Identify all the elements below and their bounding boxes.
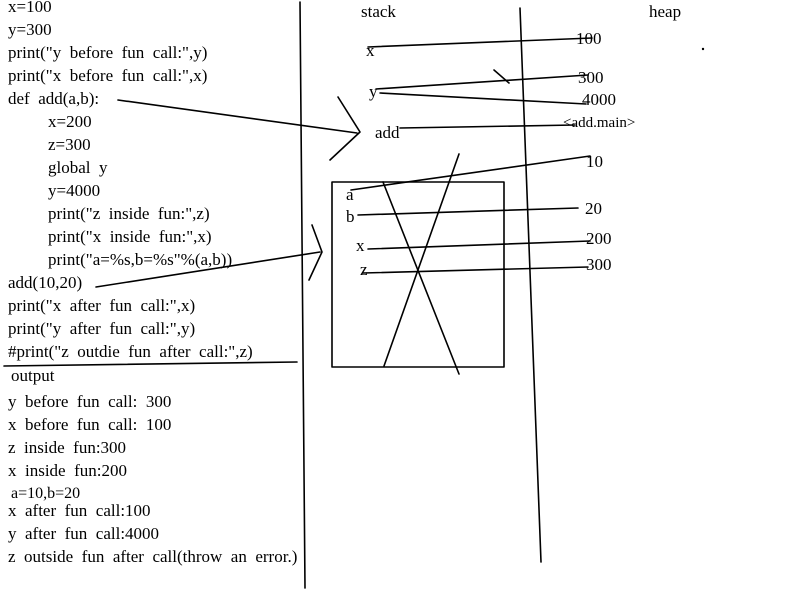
code-line: print("x after fun call:",x): [8, 296, 196, 315]
output-line: x inside fun:200: [8, 461, 127, 480]
heap-value: 300: [586, 255, 612, 274]
frame-var-z: z: [360, 260, 368, 279]
heap-value: 20: [585, 199, 602, 218]
ref-a: [350, 155, 591, 191]
code-line: def add(a,b):: [8, 89, 100, 108]
output-line: a=10,b=20: [11, 485, 81, 502]
stack-var-y: y: [369, 82, 378, 101]
ref-frame-x: [367, 240, 591, 250]
code-underline: [3, 361, 298, 367]
output-line: z outside fun after call(throw an error.…: [8, 547, 298, 566]
heap-value: 300: [578, 68, 604, 87]
def-arrow: [117, 99, 358, 134]
output-header: output: [11, 366, 55, 385]
output-line: x after fun call:100: [8, 501, 151, 520]
code-line: x=100: [8, 0, 52, 16]
code-line: print("x before fun call:",x): [8, 66, 208, 85]
cross-line: [383, 153, 460, 367]
frame-var-a: a: [346, 185, 354, 204]
stray-dot: [701, 47, 705, 51]
code-line: x=200: [48, 112, 92, 131]
ref-add: [399, 124, 576, 129]
function-frame: [331, 181, 505, 368]
ref-frame-z: [362, 266, 589, 274]
ref-b: [357, 207, 579, 216]
ref-y-new: [379, 92, 587, 105]
stack-heap-divider: [519, 7, 542, 563]
code-line: print("x inside fun:",x): [48, 227, 212, 246]
def-arrowhead: [329, 96, 361, 161]
code-line: z=300: [48, 135, 91, 154]
code-line: print("a=%s,b=%s"%(a,b)): [48, 250, 233, 269]
code-line: y=4000: [48, 181, 101, 200]
code-line: global y: [48, 158, 108, 177]
output-line: y before fun call: 300: [8, 392, 172, 411]
ref-tick: [493, 69, 510, 84]
output-line: z inside fun:300: [8, 438, 127, 457]
code-line: y=300: [8, 20, 52, 39]
heap-value: 4000: [582, 90, 616, 109]
stack-var-add: add: [375, 123, 400, 142]
stack-var-x: x: [366, 41, 375, 60]
frame-var-x: x: [356, 236, 365, 255]
code-stack-divider: [299, 1, 306, 589]
call-arrowhead: [308, 224, 323, 281]
cross-line: [382, 181, 460, 375]
code-line: print("z inside fun:",z): [48, 204, 210, 223]
stack-header: stack: [361, 2, 396, 21]
code-line: #print("z outdie fun after call:",z): [8, 342, 253, 361]
output-line: x before fun call: 100: [8, 415, 172, 434]
code-line: print("y after fun call:",y): [8, 319, 196, 338]
code-line: print("y before fun call:",y): [8, 43, 208, 62]
code-line: add(10,20): [8, 273, 83, 292]
frame-var-b: b: [346, 207, 355, 226]
call-arrow: [95, 251, 321, 288]
ref-x: [367, 37, 593, 48]
output-line: y after fun call:4000: [8, 524, 160, 543]
heap-value: 200: [586, 229, 612, 248]
heap-header: heap: [649, 2, 682, 21]
ref-y-old: [375, 74, 589, 90]
heap-value: <add.main>: [563, 115, 636, 131]
